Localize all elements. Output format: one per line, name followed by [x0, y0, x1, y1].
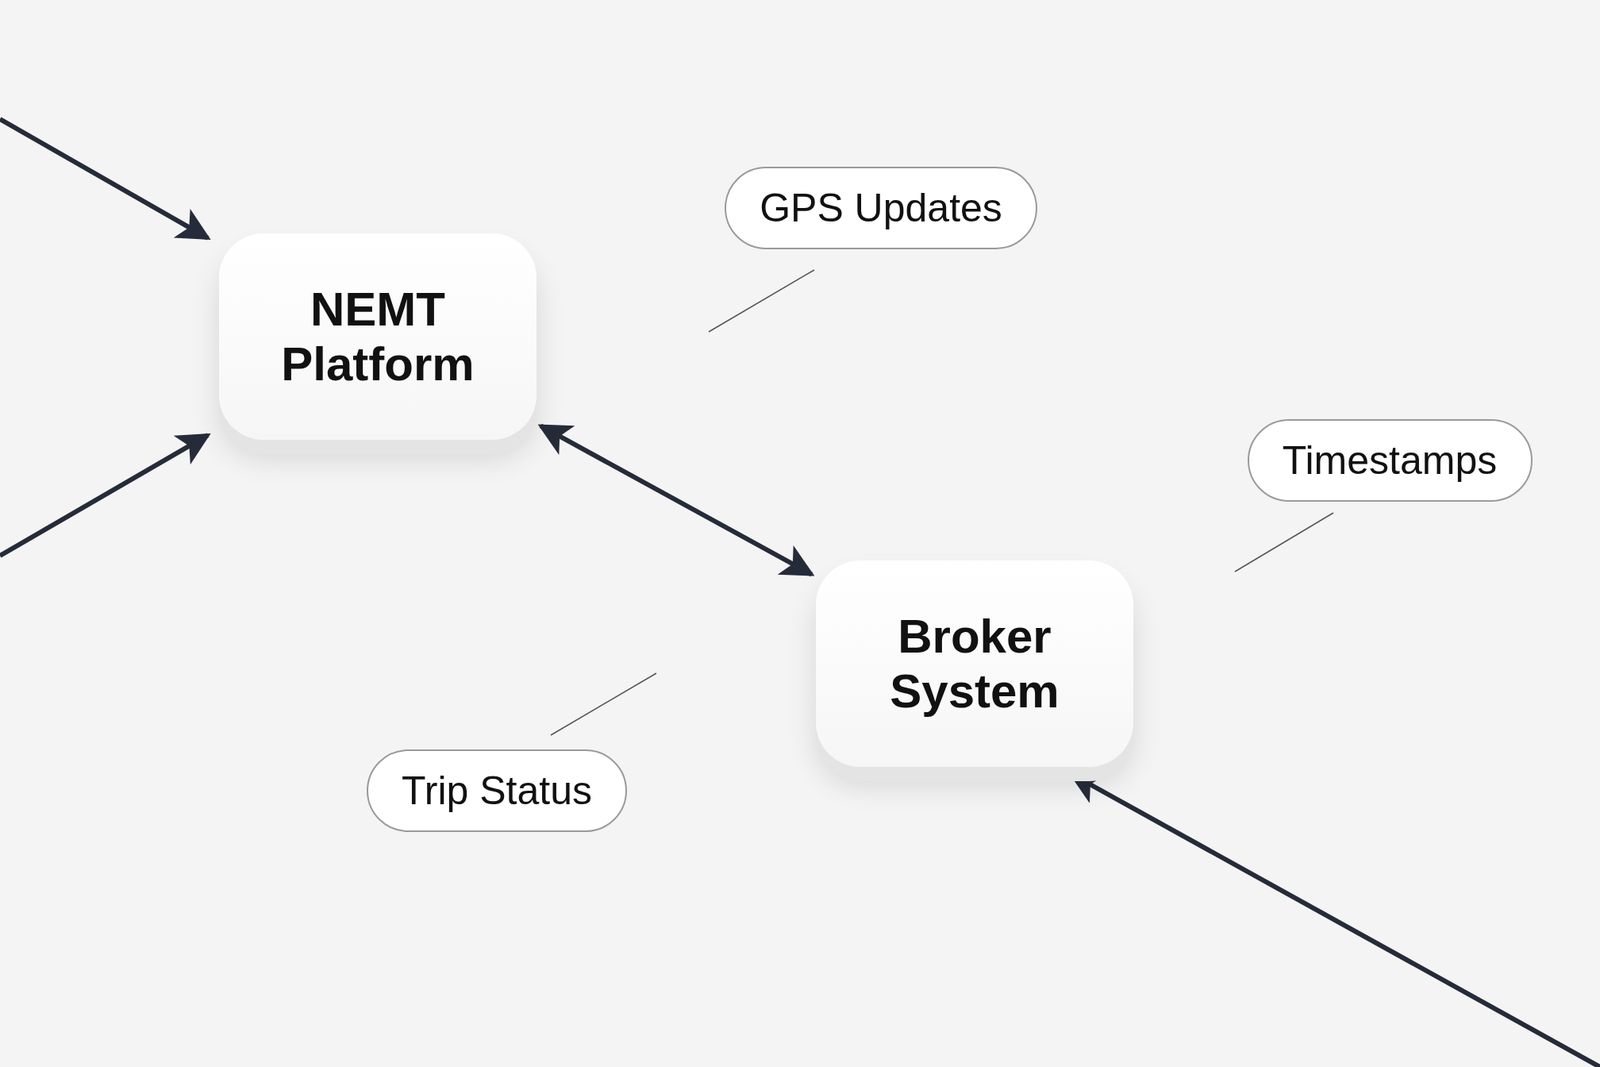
data-label: Timestamps	[1282, 438, 1497, 483]
data-pill: Trip Status	[366, 749, 627, 832]
system-name: NEMT Platform	[250, 281, 505, 392]
data-label: GPS Updates	[759, 186, 1003, 231]
system-box: NEMT Platform	[219, 233, 537, 440]
data-pill: Timestamps	[1247, 419, 1533, 502]
input-arrow	[1071, 773, 1600, 1067]
input-arrow	[0, 119, 208, 239]
input-arrow	[0, 434, 208, 556]
leader-line	[708, 269, 815, 332]
input-arrows	[0, 119, 1600, 1067]
leader-lines	[550, 269, 1334, 735]
leader-line	[1234, 512, 1334, 572]
data-pill: GPS Updates	[724, 166, 1038, 250]
data-exchange-arrow	[540, 425, 812, 574]
data-label: Trip Status	[401, 769, 593, 813]
leader-line	[550, 673, 657, 735]
edge-group	[540, 425, 812, 574]
system-box: Broker System	[815, 560, 1134, 767]
system-name: Broker System	[847, 608, 1102, 719]
